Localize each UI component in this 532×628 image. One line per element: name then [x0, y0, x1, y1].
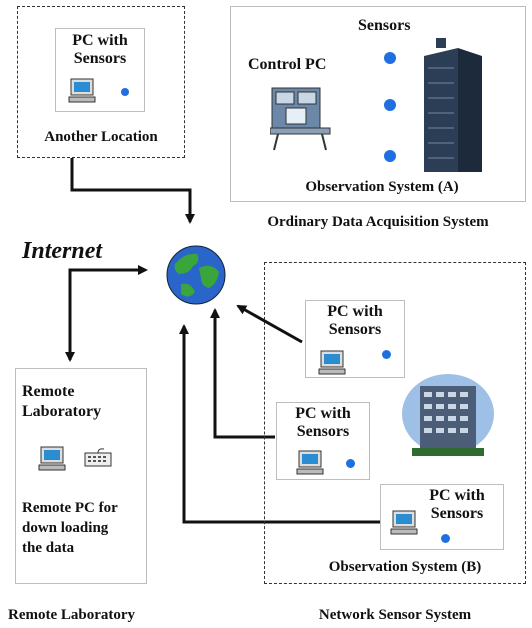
remote-pc-description: Remote PC for down loading the data — [22, 500, 118, 556]
pc-icon — [68, 78, 96, 103]
arrow-internet-remote-lab — [65, 265, 148, 362]
observation-system-b-caption: Observation System (B) — [328, 559, 482, 575]
sensor-dot — [382, 350, 391, 359]
another-location-pc-label: PC with Sensors — [72, 32, 128, 67]
internet-label: Internet — [22, 238, 103, 264]
observation-system-a-caption: Observation System (A) — [305, 179, 459, 195]
ordinary-data-acquisition-caption: Ordinary Data Acquisition System — [267, 214, 489, 230]
office-building-icon — [402, 374, 494, 456]
sensors-label: Sensors — [358, 17, 411, 34]
sensor-dot — [346, 459, 355, 468]
remote-lab-caption: Remote Laboratory — [8, 607, 136, 623]
remote-pc-icon — [38, 446, 66, 471]
control-pc-label: Control PC — [248, 56, 327, 73]
remote-lab-box — [15, 368, 147, 584]
globe-icon — [166, 245, 226, 305]
another-location-group — [17, 6, 185, 158]
pc-with-sensors-b2 — [276, 402, 370, 480]
pc-icon — [390, 510, 418, 535]
workstation-icon — [270, 87, 331, 151]
arrow-pc3-to-internet — [179, 324, 380, 524]
pc-b3-label: PC with Sensors — [429, 487, 485, 522]
sensor-dot — [121, 88, 129, 96]
pc-b2-label: PC with Sensors — [295, 405, 351, 440]
another-location-caption: Another Location — [44, 129, 158, 145]
arrow-pc1-to-internet — [236, 304, 303, 344]
sensor-dot-a1 — [384, 52, 396, 64]
pc-icon — [318, 350, 346, 375]
observation-system-b-group — [264, 262, 526, 584]
pc-icon — [296, 450, 324, 475]
sensor-dot-a2 — [384, 99, 396, 111]
skyscraper-icon — [424, 38, 482, 172]
arrow-another-location-to-internet — [70, 158, 195, 224]
sensor-dot — [441, 534, 450, 543]
pc-b1-label: PC with Sensors — [327, 303, 383, 338]
sensor-dot-a3 — [384, 150, 396, 162]
keyboard-icon — [84, 448, 112, 467]
arrow-pc2-to-internet — [210, 308, 275, 439]
network-sensor-system-caption: Network Sensor System — [318, 607, 472, 623]
remote-lab-title: Remote Laboratory — [22, 383, 102, 420]
